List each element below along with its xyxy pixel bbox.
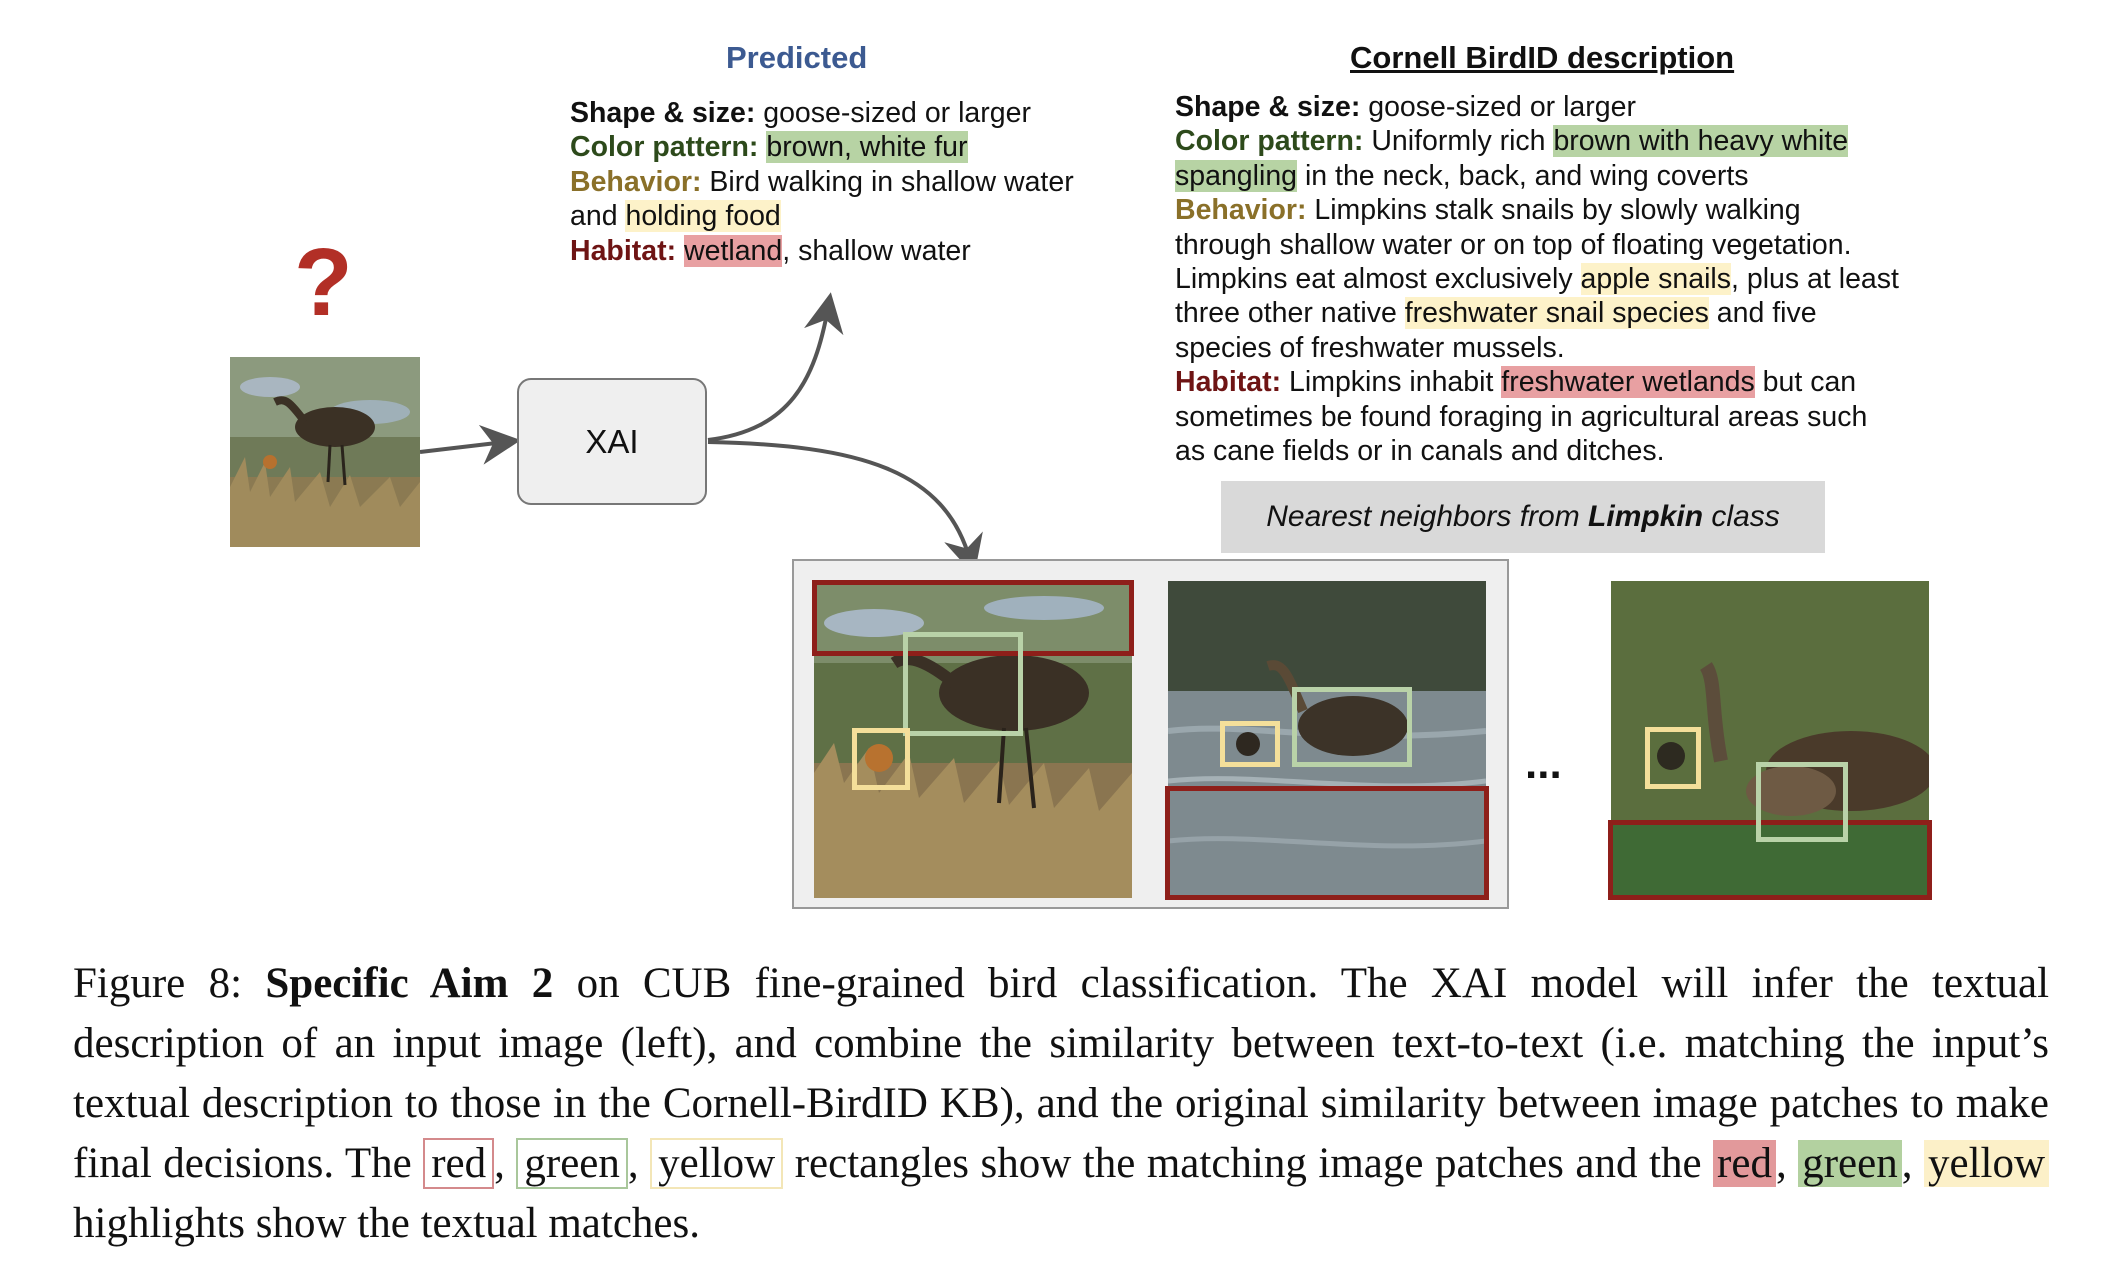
neighbor-2-yellow-patch <box>1220 721 1280 767</box>
caption-red-box: red <box>423 1138 495 1189</box>
neighbor-2-red-patch <box>1165 786 1489 900</box>
nn-label-post: class <box>1711 500 1780 533</box>
arrow-xai-to-predicted <box>707 292 844 442</box>
pred-habitat-rest: , shallow water <box>782 234 971 267</box>
pred-color-key: Color pattern: <box>570 131 759 164</box>
cornell-behavior-2: through shallow water or on top of float… <box>1175 228 1852 261</box>
pred-shape-key: Shape & size: <box>570 97 756 129</box>
nn-label-class: Limpkin <box>1588 500 1704 533</box>
more-neighbors-ellipsis: ... <box>1525 739 1562 788</box>
question-mark: ? <box>294 229 353 336</box>
caption-part-3: highlights show the textual matches. <box>73 1200 700 1247</box>
caption-red-highlight: red <box>1713 1140 1776 1187</box>
pred-shape-val: goose-sized or larger <box>763 97 1031 129</box>
cornell-shape-key: Shape & size: <box>1175 91 1361 123</box>
caption-part-1: on CUB fine-grained bird classification.… <box>73 960 2050 1187</box>
cornell-habitat-1a: Limpkins inhabit <box>1289 366 1494 399</box>
figure-caption: Figure 8: Specific Aim 2 on CUB fine-gra… <box>73 960 2050 1247</box>
cornell-behavior-4b: and five <box>1716 297 1817 330</box>
pred-behavior-hl: holding food <box>625 200 781 233</box>
neighbor-1-red-patch <box>812 580 1134 656</box>
caption-part-2: rectangles show the matching image patch… <box>794 1140 1702 1187</box>
nn-label-pre: Nearest neighbors from <box>1266 500 1580 533</box>
cornell-behavior-3-hl: apple snails <box>1580 263 1732 296</box>
pred-habitat-hl: wetland <box>684 234 783 267</box>
cornell-behavior-1: Limpkins stalk snails by slowly walking <box>1314 194 1801 227</box>
cornell-color-hl-2: spangling <box>1175 159 1298 192</box>
caption-yellow-highlight: yellow <box>1923 1140 2050 1187</box>
cornell-behavior-5: species of freshwater mussels. <box>1175 331 1565 364</box>
pred-behavior-cont: and <box>570 200 618 233</box>
cornell-behavior-3a: Limpkins eat almost exclusively <box>1175 263 1573 296</box>
cornell-color-post: in the neck, back, and wing coverts <box>1304 159 1749 192</box>
caption-green-highlight: green <box>1798 1140 1902 1187</box>
cornell-color-hl-1: brown with heavy white <box>1553 125 1849 158</box>
nearest-neighbors-label: Nearest neighbors from Limpkin class <box>1221 481 1825 553</box>
cornell-habitat-hl: freshwater wetlands <box>1501 366 1755 399</box>
neighbor-3-green-patch <box>1756 762 1848 842</box>
neighbor-3-red-patch <box>1608 820 1932 900</box>
cornell-behavior-3b: , plus at least <box>1731 263 1899 296</box>
pred-behavior-key: Behavior: <box>570 165 702 198</box>
cornell-habitat-key: Habitat: <box>1175 366 1282 399</box>
caption-yellow-box: yellow <box>650 1138 784 1189</box>
neighbor-photo-3 <box>1611 581 1929 898</box>
neighbor-2-green-patch <box>1292 687 1412 767</box>
cornell-behavior-key: Behavior: <box>1175 194 1307 227</box>
cornell-behavior-4a: three other native <box>1175 297 1397 330</box>
neighbor-3-yellow-patch <box>1645 727 1701 789</box>
predicted-title: Predicted <box>726 40 868 75</box>
caption-label: Figure 8: <box>73 960 243 1007</box>
cornell-habitat-3: as cane fields or in canals and ditches. <box>1175 435 1665 468</box>
arrow-input-to-xai <box>419 424 521 465</box>
caption-bold: Specific Aim 2 <box>265 960 554 1007</box>
cornell-behavior-4-hl: freshwater snail species <box>1404 297 1709 330</box>
cornell-habitat-2: sometimes be found foraging in agricultu… <box>1175 400 1868 433</box>
cornell-habitat-1b: but can <box>1762 366 1857 399</box>
cornell-description: Shape & size: goose-sized or larger Colo… <box>1175 90 1899 468</box>
cornell-description-title: Cornell BirdID description <box>1350 40 1735 75</box>
cornell-color-key: Color pattern: <box>1175 125 1364 158</box>
neighbor-1-yellow-patch <box>852 728 910 790</box>
xai-model-box: XAI <box>517 378 707 505</box>
pred-habitat-key: Habitat: <box>570 234 677 267</box>
predicted-description: Shape & size: goose-sized or larger Colo… <box>570 96 1074 268</box>
input-bird-photo <box>230 357 420 547</box>
arrow-xai-to-neighbors <box>707 440 983 576</box>
cornell-shape-val: goose-sized or larger <box>1368 91 1636 123</box>
cornell-color-pre: Uniformly rich <box>1371 125 1546 158</box>
pred-color-val: brown, white fur <box>766 131 968 164</box>
pred-behavior-val: Bird walking in shallow water <box>709 165 1074 198</box>
caption-green-box: green <box>516 1138 628 1189</box>
neighbor-1-green-patch <box>903 632 1023 736</box>
